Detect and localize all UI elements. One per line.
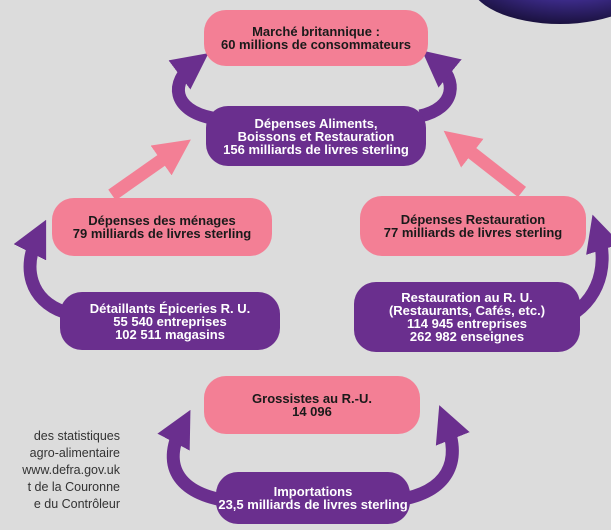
food-spending-line2: Boissons et Restauration bbox=[237, 128, 395, 144]
node-household-spending: Dépenses des ménages 79 milliards de liv… bbox=[52, 198, 272, 256]
uk-catering-line4: 262 982 enseignes bbox=[409, 329, 525, 344]
uk-catering-line3: 114 945 entreprises bbox=[407, 316, 527, 331]
uk-grocery-retailers-line2: 55 540 entreprises bbox=[113, 313, 227, 329]
catering-spending-line1: Dépenses Restauration bbox=[400, 212, 546, 227]
source-note-line1: des statistiques bbox=[33, 429, 120, 443]
node-food-spending: Dépenses Aliments, Boissons et Restaurat… bbox=[206, 106, 426, 166]
arrow-retailers-to-household bbox=[13, 219, 67, 319]
uk-market-line2: 60 millions de consommateurs bbox=[220, 37, 411, 52]
source-note-line2: agro-alimentaire bbox=[29, 446, 120, 460]
arrow-food-to-market-left bbox=[168, 53, 214, 125]
food-spending-line3: 156 milliards de livres sterling bbox=[223, 141, 409, 157]
source-note: des statistiques agro-alimentaire www.de… bbox=[0, 428, 120, 513]
node-uk-grocery-retailers: Détaillants Épiceries R. U. 55 540 entre… bbox=[60, 292, 280, 350]
uk-wholesalers-line1: Grossistes au R.-U. bbox=[252, 391, 372, 406]
household-spending-line1: Dépenses des ménages bbox=[88, 213, 236, 228]
arrow-food-to-market-right bbox=[418, 50, 462, 123]
node-imports: Importations 23,5 milliards de livres st… bbox=[216, 472, 410, 524]
node-uk-market: Marché britannique : 60 millions de cons… bbox=[204, 10, 428, 66]
imports-line2: 23,5 milliards de livres sterling bbox=[218, 497, 408, 512]
source-note-line4: t de la Couronne bbox=[27, 480, 120, 494]
catering-spending-line2: 77 milliards de livres sterling bbox=[383, 225, 563, 240]
arrow-catering-to-food bbox=[443, 130, 527, 198]
node-uk-wholesalers: Grossistes au R.-U. 14 096 bbox=[204, 376, 420, 434]
uk-wholesalers-line2: 14 096 bbox=[292, 404, 332, 419]
node-uk-catering: Restauration au R. U. (Restaurants, Café… bbox=[354, 282, 580, 352]
food-spending-line1: Dépenses Aliments, bbox=[254, 115, 378, 131]
arrow-imports-to-wholesalers-right bbox=[396, 405, 470, 507]
uk-grocery-retailers-line3: 102 511 magasins bbox=[115, 326, 225, 342]
source-note-line5: e du Contrôleur bbox=[33, 497, 120, 511]
household-spending-line2: 79 milliards de livres sterling bbox=[72, 226, 252, 241]
imports-line1: Importations bbox=[273, 484, 353, 499]
node-catering-spending: Dépenses Restauration 77 milliards de li… bbox=[360, 196, 586, 256]
globe-graphic bbox=[478, 0, 611, 24]
uk-market-line1: Marché britannique : bbox=[252, 24, 380, 39]
uk-catering-line2: (Restaurants, Cafés, etc.) bbox=[388, 303, 546, 318]
source-note-line3: www.defra.gov.uk bbox=[22, 463, 120, 477]
arrow-household-to-food bbox=[108, 139, 191, 201]
uk-grocery-retailers-line1: Détaillants Épiceries R. U. bbox=[89, 300, 251, 316]
uk-catering-line1: Restauration au R. U. bbox=[401, 290, 533, 305]
